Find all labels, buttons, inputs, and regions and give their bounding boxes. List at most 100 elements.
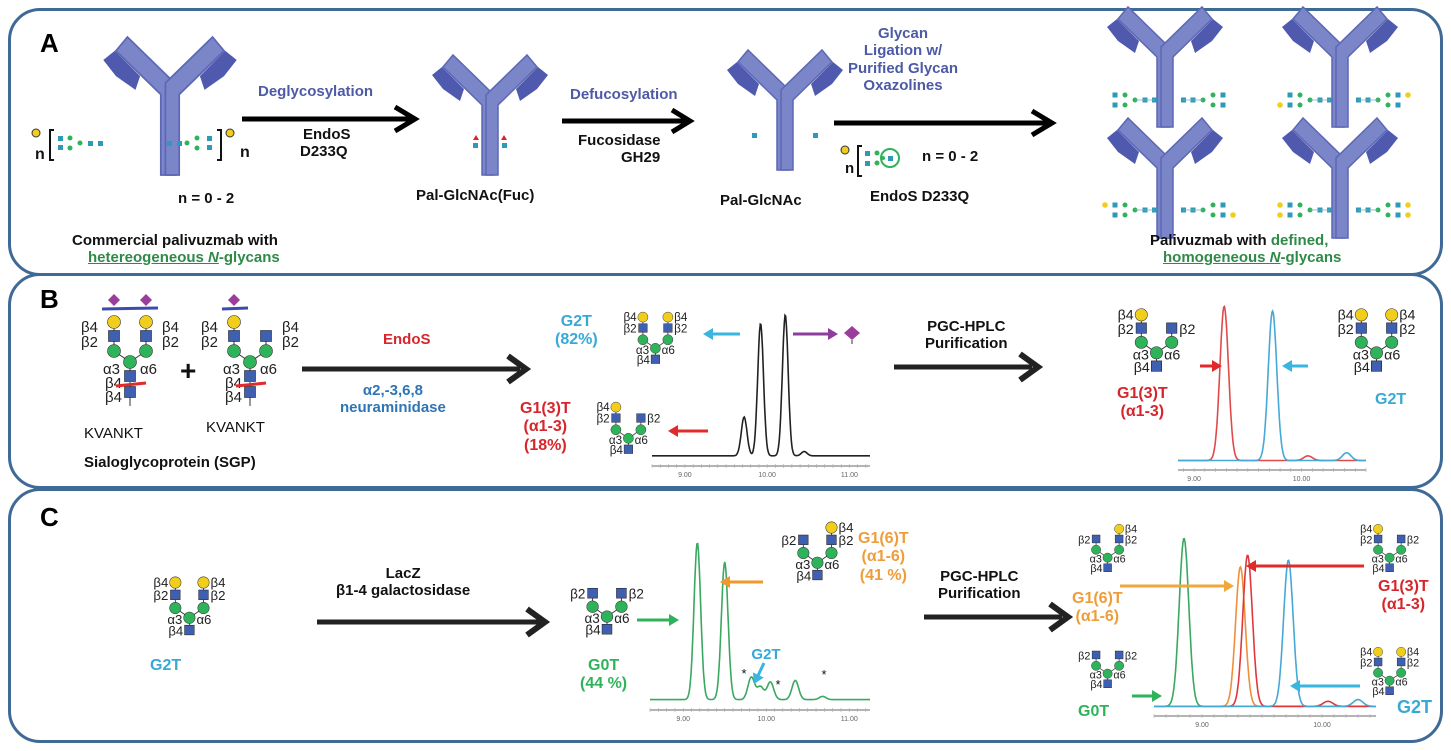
plus-sign: + [180,355,197,386]
glcnac-square [1114,650,1124,660]
linkage-label: α6 [1113,554,1125,566]
pgc-hplc-label-b: PGC-HPLC Purification [925,318,1008,353]
galactose-circle [1134,308,1148,322]
defined-glycan [1356,92,1411,108]
minor-peak-star: * [741,666,746,681]
glcnac-square [616,587,627,599]
glcnac-square [812,569,823,581]
glcnac-square [636,413,646,423]
mannose-circle [169,602,182,615]
linkage-label: β4 [225,375,242,392]
mannose-circle [1396,544,1407,555]
neuraminidase-label: α2,-3,6,8 neuraminidase [340,382,446,417]
linkage-label: β4 [201,319,218,336]
defined-glycan [1356,202,1411,218]
glcnac-square [1135,322,1147,334]
mannose-circle [1122,202,1128,208]
mannose-circle [797,547,810,560]
pal-glcnac-label: Pal-GlcNAc [720,192,802,209]
mannose-circle [1373,544,1383,555]
linkage-label: β4 [225,389,242,406]
mannose-circle [1091,544,1101,555]
linkage-label: α3 [103,361,120,378]
linkage-label: β2 [1118,322,1134,338]
linkage-label: α6 [1395,554,1407,566]
g0t-label-c: G0T (44 %) [580,657,628,693]
linkage-label: β2 [1078,650,1090,662]
g2t-arrow [703,328,740,340]
glcnac-square [184,624,195,636]
galactose-circle [637,311,649,323]
glcnac-square [1220,92,1226,98]
mannose-circle [1396,667,1407,678]
linkage-label: α6 [614,611,629,626]
neuraminidase-cleavage-mark [101,306,159,311]
linkage-label: β4 [168,623,183,638]
g16t-label-c-pure: G1(6)T (α1-6) [1072,590,1123,626]
mannose-circle [1297,202,1303,208]
arrow-head [1224,580,1234,592]
mannose-circle [1165,335,1179,349]
mannose-circle [1122,212,1128,218]
sgp-label: Sialoglycoprotein (SGP) [84,454,256,471]
panel-c-letter: C [40,502,59,532]
mannose-circle [1354,335,1368,349]
fucosidase-label: Fucosidase [578,132,661,149]
g2t-minor-label: G2T [751,646,780,663]
arrow-head [828,328,838,340]
linkage-label: β4 [796,568,811,583]
glcnac-square [638,323,648,333]
linkage-label: β2 [1360,657,1372,669]
linkage-label: α3 [609,434,622,447]
g0t-label-c-pure: G0T [1078,703,1110,720]
arrow-ligation [834,108,1057,138]
galactose-circle [1277,102,1283,108]
mannose-circle [1150,346,1163,360]
mannose-circle [1385,202,1391,208]
mannose-circle [1370,346,1383,360]
mannose-circle [635,424,647,436]
g0t-arrow-shape [637,614,679,626]
glycan-structure [107,315,153,382]
neuraminidase-cleavage-mark [221,306,249,311]
n-subscript-oxazoline: n [845,160,855,177]
linkage-label: β4 [1399,308,1415,324]
glcnac-square [124,370,136,382]
mannose-circle [123,355,137,369]
galactose-circle [1396,646,1407,657]
start-n-range: n = 0 - 2 [178,190,235,207]
glcnac-square [1395,202,1401,208]
linkage-label: β4 [1125,523,1137,535]
linkage-label: β2 [1078,534,1090,546]
linkage-label: β4 [81,319,98,336]
arrow-head [1290,680,1300,692]
linkage-label: β4 [162,319,179,336]
linkage-label: β4 [1360,523,1372,535]
linkage-label: β2 [570,587,585,602]
mannose-circle [600,610,614,623]
galactose-circle [1102,202,1108,208]
d233q-label-a1: D233Q [300,143,348,160]
galactose-circle [825,521,838,534]
end-caption-line2: homogeneous N-glycans [1163,249,1342,266]
arrow-defucosylation [562,107,695,135]
linkage-label: α3 [1090,670,1102,682]
arrow-deglycosylation [242,104,420,134]
linkage-label: β2 [81,334,98,351]
linkage-label: β4 [211,575,226,590]
glcnac-square [244,386,256,398]
linkage-label: β4 [1360,646,1372,658]
x-tick-label: 9.00 [1187,476,1201,483]
n-subscript-left: n [35,146,45,163]
arrow-head [720,576,730,588]
glcnac-square [601,623,613,635]
